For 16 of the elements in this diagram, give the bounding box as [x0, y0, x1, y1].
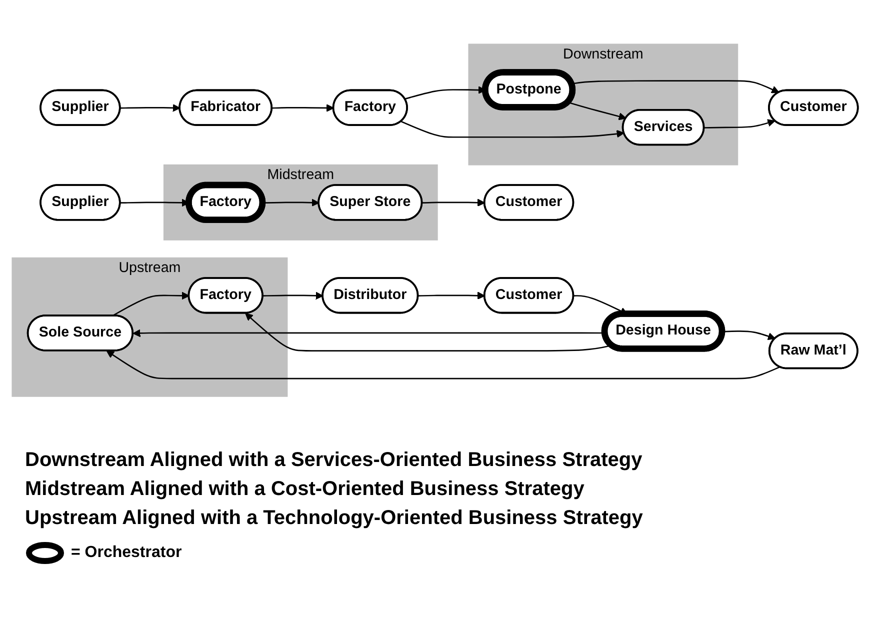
arrow: [272, 104, 334, 112]
arrow: [422, 198, 486, 206]
arrow: [106, 350, 780, 379]
arrow: [418, 291, 486, 300]
arrow: [262, 291, 324, 300]
arrow: [722, 330, 776, 340]
arrow: [120, 104, 180, 112]
legend-text: = Orchestrator: [71, 544, 182, 562]
arrow: [568, 101, 626, 120]
arrow: [572, 80, 780, 93]
panel-caption: Midstream Aligned with a Cost-Oriented Business Strategy: [25, 478, 584, 501]
panel-caption: Upstream Aligned with a Technology-Oriented Business Strategy: [25, 507, 643, 530]
arrow: [704, 118, 776, 128]
arrow: [112, 291, 190, 316]
panel-caption: Downstream Aligned with a Services-Oriented Business Strategy: [25, 449, 642, 472]
arrow: [400, 120, 624, 138]
